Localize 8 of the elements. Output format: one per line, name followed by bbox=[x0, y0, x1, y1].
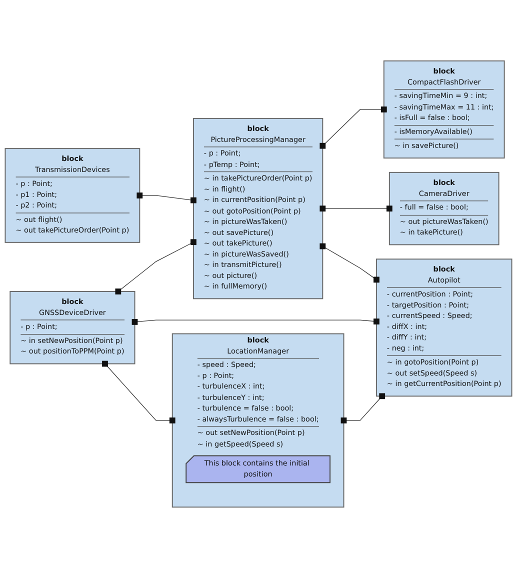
connector bbox=[115, 239, 196, 294]
connector bbox=[320, 106, 387, 149]
connector bbox=[340, 393, 386, 424]
connector bbox=[102, 360, 176, 424]
connector bbox=[132, 318, 380, 325]
connector bbox=[320, 206, 392, 212]
connector bbox=[320, 243, 380, 283]
connector bbox=[136, 192, 196, 204]
